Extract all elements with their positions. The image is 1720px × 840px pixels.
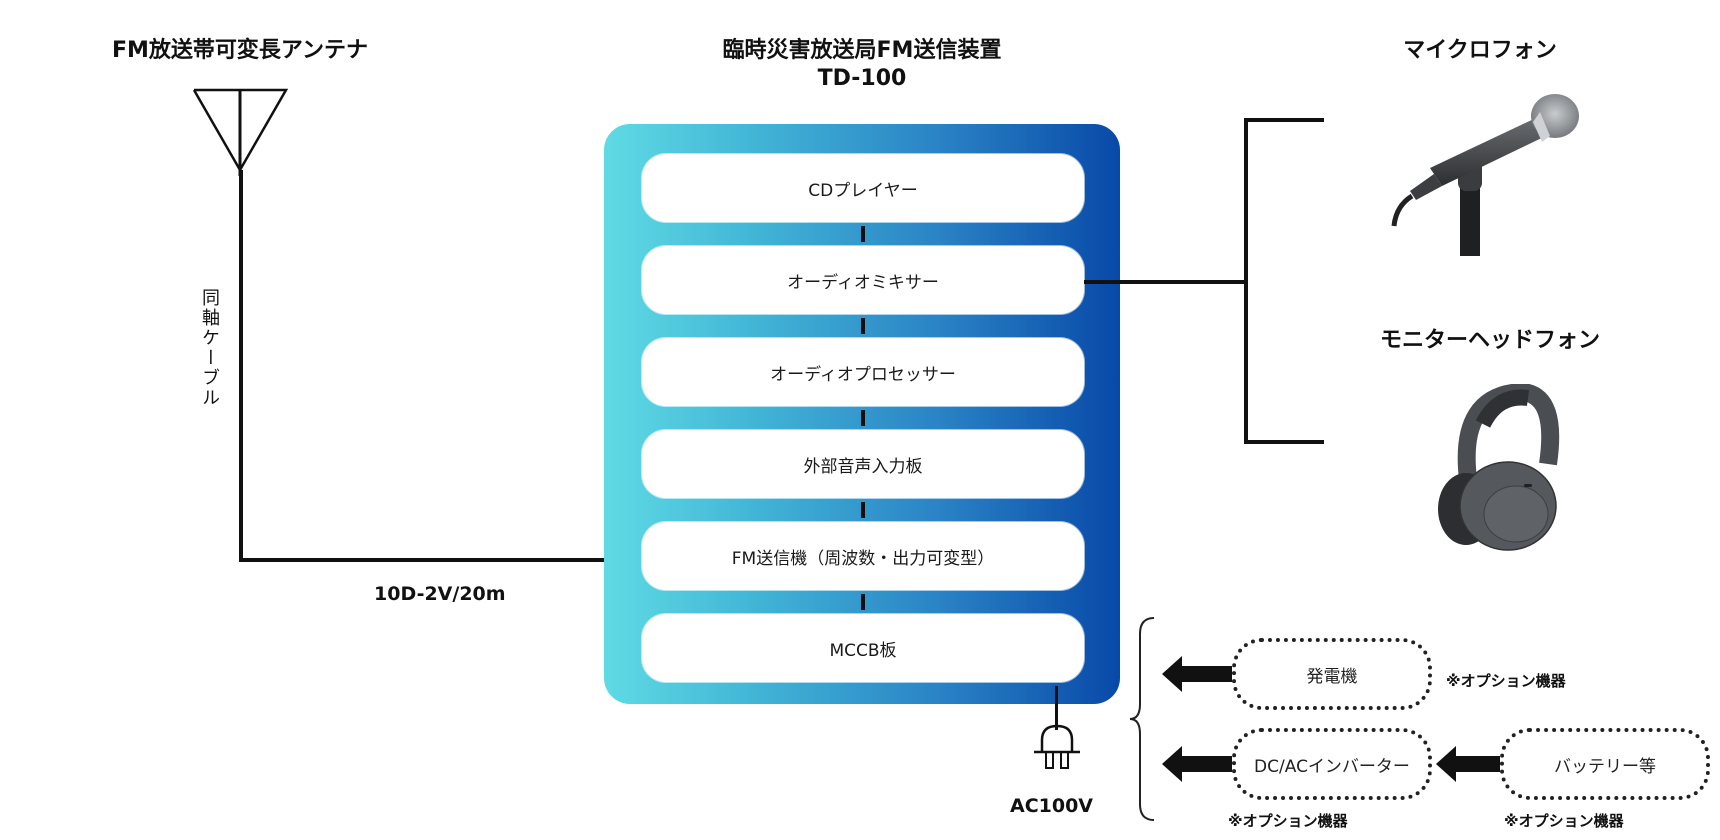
module-link <box>861 594 865 610</box>
module-link <box>861 410 865 426</box>
module-label: オーディオミキサー <box>787 272 939 293</box>
battery-box[interactable]: バッテリー等 <box>1500 728 1710 800</box>
generator-box[interactable]: 発電機 <box>1232 638 1432 710</box>
microphone-icon <box>1391 94 1579 256</box>
generator-arrow-icon <box>1162 656 1236 692</box>
coax-cable-label: 同軸ケーブル <box>199 288 220 408</box>
module-link <box>861 502 865 518</box>
headphones-icon <box>1438 384 1560 551</box>
peripheral-bracket-vertical <box>1244 120 1248 444</box>
inverter-box[interactable]: DC/ACインバーター <box>1232 728 1432 800</box>
inverter-label: DC/ACインバーター <box>1254 756 1410 777</box>
battery-label: バッテリー等 <box>1554 756 1656 777</box>
antenna-title: FM放送帯可変長アンテナ <box>111 38 369 63</box>
power-source-brace <box>1129 617 1155 821</box>
module-label: FM送信機（周波数・出力可変型） <box>731 548 995 569</box>
coax-cable-vertical <box>239 170 243 562</box>
module-label: CDプレイヤー <box>808 180 918 201</box>
power-cord <box>1055 686 1058 730</box>
microphone-connection-line <box>1244 118 1324 122</box>
power-voltage-label: AC100V <box>1010 795 1094 817</box>
coax-cable-horizontal <box>239 558 639 562</box>
module-external-audio-input[interactable]: 外部音声入力板 <box>642 430 1084 498</box>
coax-cable-spec: 10D-2V/20m <box>374 583 506 605</box>
antenna-icon <box>192 88 289 176</box>
module-label: 外部音声入力板 <box>803 456 923 477</box>
microphone-title: マイクロフォン <box>1403 38 1557 63</box>
module-mccb-panel[interactable]: MCCB板 <box>642 614 1084 682</box>
transmitter-unit: CDプレイヤー オーディオミキサー オーディオプロセッサー 外部音声入力板 FM… <box>604 124 1120 704</box>
headphones-connection-line <box>1244 440 1324 444</box>
module-link <box>861 318 865 334</box>
device-model: TD-100 <box>817 66 907 91</box>
device-title: 臨時災害放送局FM送信装置 <box>722 38 1002 63</box>
battery-option-note: ※オプション機器 <box>1504 812 1624 830</box>
module-cd-player[interactable]: CDプレイヤー <box>642 154 1084 222</box>
module-audio-mixer[interactable]: オーディオミキサー <box>642 246 1084 314</box>
inverter-arrow-icon <box>1162 746 1236 782</box>
module-audio-processor[interactable]: オーディオプロセッサー <box>642 338 1084 406</box>
module-label: オーディオプロセッサー <box>770 364 956 385</box>
generator-label: 発電機 <box>1306 666 1358 687</box>
headphones-title: モニターヘッドフォン <box>1379 328 1600 353</box>
module-fm-transmitter[interactable]: FM送信機（周波数・出力可変型） <box>642 522 1084 590</box>
module-label: MCCB板 <box>829 640 897 661</box>
mixer-connection-line <box>1084 280 1248 284</box>
power-plug-icon <box>1034 724 1080 769</box>
battery-arrow-icon <box>1436 746 1510 782</box>
inverter-option-note: ※オプション機器 <box>1228 812 1348 830</box>
module-link <box>861 226 865 242</box>
generator-option-note: ※オプション機器 <box>1446 672 1566 690</box>
